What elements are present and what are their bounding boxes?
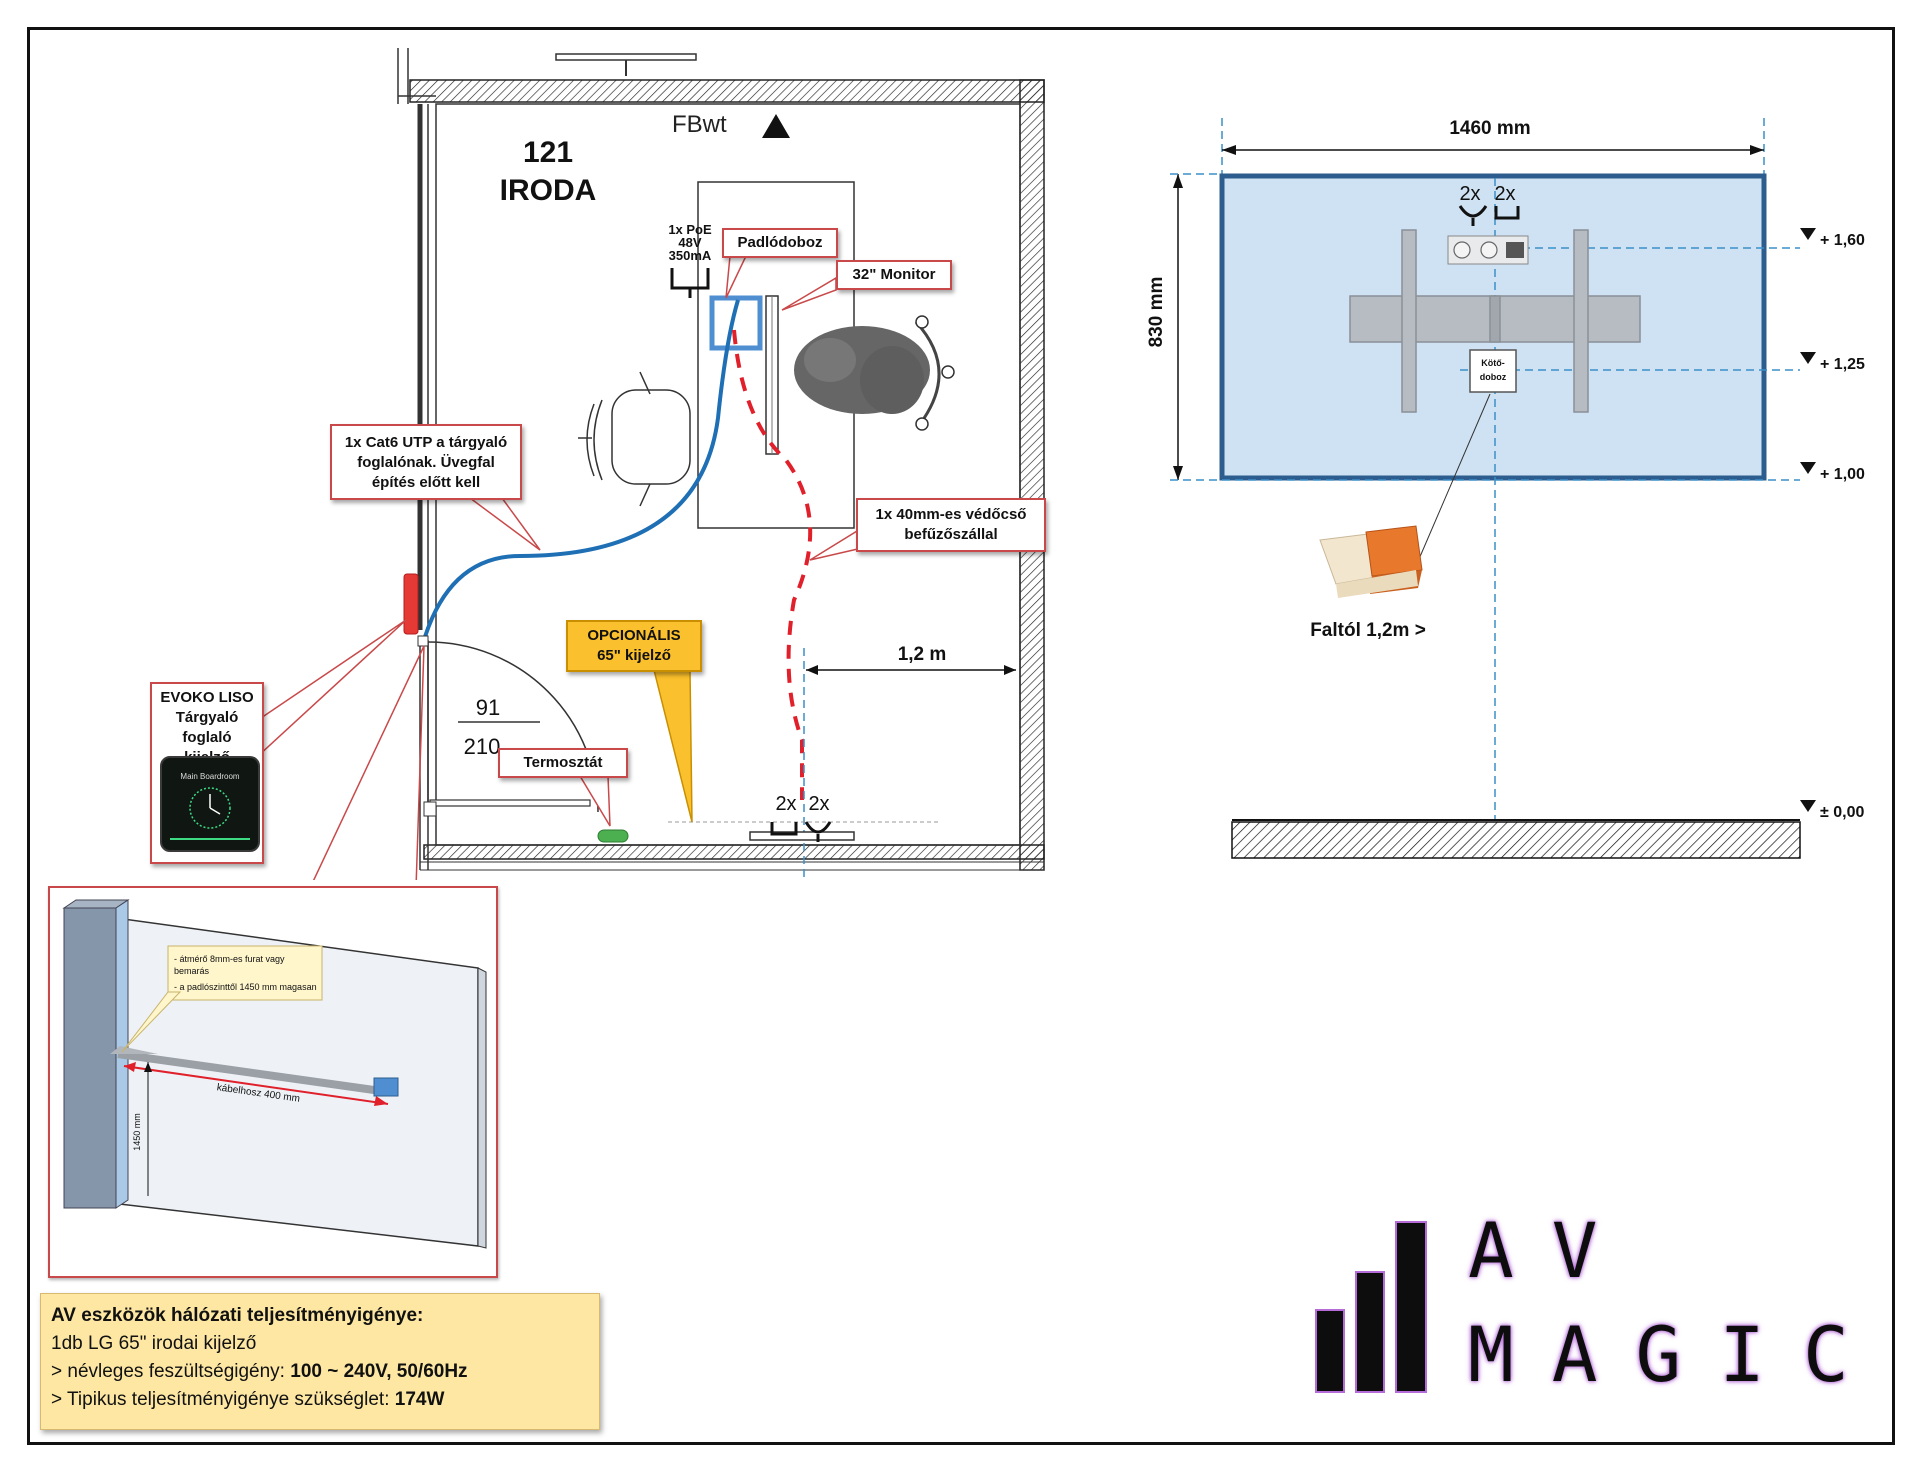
junction-box (1469, 349, 1517, 393)
socket-symbol-elev (1458, 205, 1520, 226)
evoko-device-plan (403, 573, 419, 635)
wall-top (409, 79, 1045, 103)
av-magic-logo (1315, 1221, 1427, 1393)
power-info-box: AV eszközök hálózati teljesítményigénye:… (40, 1293, 600, 1430)
drawing-frame (27, 27, 1895, 1445)
detail-illustration: kábelhosz 400 mm 1450 mm - átmérő 8mm-es… (62, 899, 487, 1249)
callout-cat6: 1x Cat6 UTP a tárgyaló foglalónak. Üvegf… (330, 424, 522, 500)
empty-chair (578, 371, 691, 507)
tv-plan (749, 831, 855, 841)
info-line2: > névleges feszültségigény: 100 ~ 240V, … (51, 1358, 589, 1386)
socket-right-count: 2x (808, 793, 829, 815)
distance-from-wall: Faltól 1,2m > (1310, 620, 1426, 641)
socket-icon-1 (1453, 241, 1471, 259)
cable-length-arrow (123, 1065, 389, 1105)
poe-line2: 48V (678, 235, 701, 250)
poe-line1: 1x PoE (668, 222, 712, 237)
room-number: 121 (523, 136, 573, 169)
network-port-icon (670, 268, 710, 298)
socket-left-count-elev: 2x (1459, 183, 1480, 205)
level-0-00: ± 0,00 (1820, 804, 1864, 821)
info-line3-prefix: > Tipikus teljesítményigénye szükséglet: (51, 1389, 395, 1410)
cable-end-box (373, 1077, 399, 1097)
pointer-optional (653, 669, 693, 823)
evoko-screen-title: Main Boardroom (180, 772, 240, 781)
logo-text-magic: MAGIC (1468, 1310, 1887, 1399)
height-dimension: 830 mm (1146, 277, 1167, 348)
tv-wall-mount (1349, 229, 1641, 413)
info-line2-prefix: > névleges feszültségigény: (51, 1361, 291, 1382)
fbwt-label: FBwt (672, 111, 727, 138)
level-1-60: + 1,60 (1820, 232, 1865, 249)
info-line1: 1db LG 65" irodai kijelző (51, 1333, 257, 1354)
info-line2-value: 100 ~ 240V, 50/60Hz (290, 1361, 468, 1382)
socket-icon-2 (1480, 241, 1498, 259)
callout-optional-display: OPCIONÁLIS 65" kijelző (566, 620, 702, 672)
network-socket-icon (1506, 242, 1524, 258)
width-dimension: 1460 mm (1449, 118, 1530, 139)
info-line3-value: 174W (394, 1389, 445, 1410)
junction-box-line1: Kötő- (1481, 358, 1505, 368)
door-number-bottom: 210 (464, 734, 501, 759)
thermostat (597, 829, 629, 843)
note-line2: bemarás (174, 966, 210, 976)
floor-plan: 91 210 FBwt 121 IRODA 1x PoE 48V 350mA (257, 48, 1045, 880)
socket-left-count: 2x (775, 793, 796, 815)
height-label: 1450 mm (132, 1113, 142, 1151)
info-title: AV eszközök hálózati teljesítményigénye: (51, 1305, 424, 1326)
junction-box-line2: doboz (1480, 372, 1507, 382)
level-1-00: + 1,00 (1820, 466, 1865, 483)
logo-text-av: AV (1468, 1206, 1636, 1295)
room-name: IRODA (500, 174, 597, 207)
window-top (555, 53, 697, 61)
callout-monitor: 32" Monitor (836, 260, 952, 290)
logo-bar-2 (1355, 1271, 1385, 1393)
logo-bar-3 (1395, 1221, 1427, 1393)
level-1-25: + 1,25 (1820, 356, 1865, 373)
fbwt-arrow-icon (762, 114, 790, 138)
pointer-conduit (809, 526, 863, 561)
note-line1: - átmérő 8mm-es furat vagy (174, 954, 285, 964)
floor-box (709, 295, 763, 351)
pointer-cat6 (467, 497, 541, 551)
wall-column (63, 907, 117, 1209)
callout-padlodoboz: Padlódoboz (722, 228, 838, 258)
socket-icon-plan (770, 821, 832, 842)
logo-bar-1 (1315, 1309, 1345, 1393)
socket-right-count-elev: 2x (1494, 183, 1515, 205)
pointer-evoko (257, 619, 407, 758)
wall-bottom (423, 844, 1045, 860)
info-line3: > Tipikus teljesítményigénye szükséglet:… (51, 1386, 589, 1414)
cable-3d (117, 1050, 375, 1094)
conduit-route (732, 329, 813, 800)
callout-conduit: 1x 40mm-es védőcső befűzőszállal (856, 498, 1046, 552)
callout-thermostat: Termosztát (498, 748, 628, 778)
poe-line3: 350mA (669, 248, 712, 263)
wall-right (1019, 79, 1045, 871)
wall-elevation: 1460 mm 830 mm 2x 2x Kötő- doboz + 1,60 … (1146, 118, 1865, 859)
dimension-1-2m: 1,2 m (898, 644, 947, 665)
person-at-desk (794, 315, 955, 431)
evoko-device-image: Main Boardroom (160, 756, 260, 852)
pointer-detail (312, 645, 425, 880)
door-number-top: 91 (476, 695, 500, 720)
clock-icon (189, 787, 231, 829)
junction-box-photo (1319, 525, 1423, 598)
note-line3: - a padlószinttől 1450 mm magasan (174, 982, 317, 992)
floor-hatch (1231, 821, 1801, 859)
cat6-cable (422, 299, 740, 641)
